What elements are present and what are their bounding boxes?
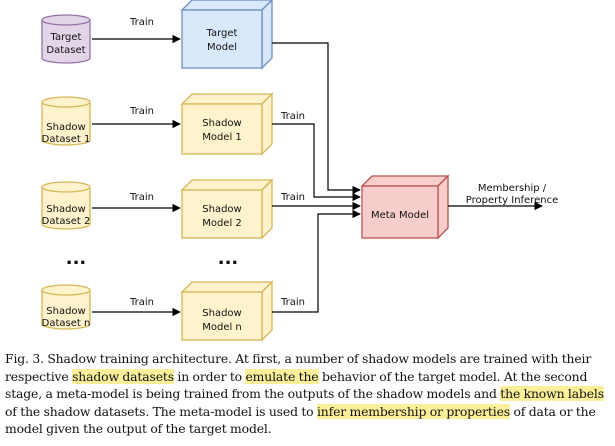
figure-caption: Fig. 3. Shadow training architecture. At…: [5, 350, 611, 438]
train-label: Train: [129, 297, 154, 308]
target-dataset-label-2: Dataset: [46, 45, 85, 56]
shadow-model-1-label-2: Model 1: [202, 132, 242, 143]
train-label: Train: [129, 106, 154, 117]
arrow-train-shadow-2: Train: [92, 192, 181, 213]
train-label: Train: [280, 297, 305, 308]
shadow-model-n-label-1: Shadow: [202, 308, 241, 319]
target-model-label-2: Model: [207, 42, 237, 53]
shadow-training-diagram: Target Dataset Train Target Model Shadow…: [41, 0, 559, 342]
ellipsis-datasets: ...: [66, 248, 87, 269]
meta-model-label: Meta Model: [371, 210, 429, 221]
arrow-shadow-2-to-meta: Train: [272, 192, 361, 211]
caption-highlight-emulate: emulate the: [245, 368, 319, 384]
shadow-dataset-1-label-1: Shadow: [46, 122, 85, 133]
arrow-shadow-1-to-meta: Train: [272, 111, 361, 202]
target-dataset-node: Target Dataset: [41, 14, 91, 64]
ellipsis-models: ...: [218, 248, 239, 269]
caption-text-3: of the shadow datasets. The meta-model i…: [5, 403, 317, 419]
output-label-2: Property Inference: [466, 195, 559, 206]
shadow-dataset-n-label-2: Dataset n: [42, 318, 91, 329]
arrow-train-shadow-1: Train: [92, 106, 181, 129]
shadow-model-2-label-1: Shadow: [202, 204, 241, 215]
caption-text-4: of data or the model given the output of…: [5, 403, 596, 437]
caption-text-0: Fig. 3. Shadow training architecture. At…: [5, 351, 592, 384]
shadow-model-2-label-2: Model 2: [202, 218, 242, 229]
target-model-node: Target Model: [180, 0, 273, 70]
arrow-shadow-n-to-meta: Train: [272, 209, 361, 313]
output-label-1: Membership /: [478, 183, 547, 194]
shadow-dataset-n-label-1: Shadow: [46, 306, 85, 317]
target-model-label-1: Target: [206, 28, 238, 39]
shadow-dataset-1-node: Shadow Dataset 1: [41, 96, 91, 146]
shadow-model-1-node: Shadow Model 1: [180, 92, 274, 156]
arrow-train-shadow-n: Train: [92, 297, 181, 317]
shadow-model-n-label-2: Model n: [202, 322, 242, 333]
caption-highlight-infer: infer membership or properties: [316, 403, 510, 419]
caption-highlight-shadow-datasets: shadow datasets: [72, 368, 174, 384]
shadow-dataset-n-node: Shadow Dataset n: [41, 284, 91, 330]
shadow-dataset-2-label-1: Shadow: [46, 204, 85, 215]
shadow-model-n-node: Shadow Model n: [180, 280, 274, 342]
shadow-dataset-2-label-2: Dataset 2: [42, 216, 91, 227]
train-label: Train: [280, 111, 305, 122]
train-label: Train: [129, 192, 154, 203]
shadow-dataset-2-node: Shadow Dataset 2: [41, 181, 91, 230]
caption-highlight-known-labels: the known labels: [500, 386, 604, 402]
meta-model-node: Meta Model: [360, 174, 450, 240]
shadow-model-2-node: Shadow Model 2: [180, 178, 274, 240]
caption-text-1: in order to: [173, 368, 246, 384]
shadow-dataset-1-label-2: Dataset 1: [42, 134, 91, 145]
target-dataset-label-1: Target: [50, 32, 82, 43]
arrow-train-target: Train: [92, 17, 181, 44]
shadow-model-1-label-1: Shadow: [202, 118, 241, 129]
train-label: Train: [129, 17, 154, 28]
caption-text-2: behavior of the target model. At the sec…: [5, 368, 588, 402]
arrow-target-to-meta: [272, 42, 361, 195]
train-label: Train: [280, 192, 305, 203]
